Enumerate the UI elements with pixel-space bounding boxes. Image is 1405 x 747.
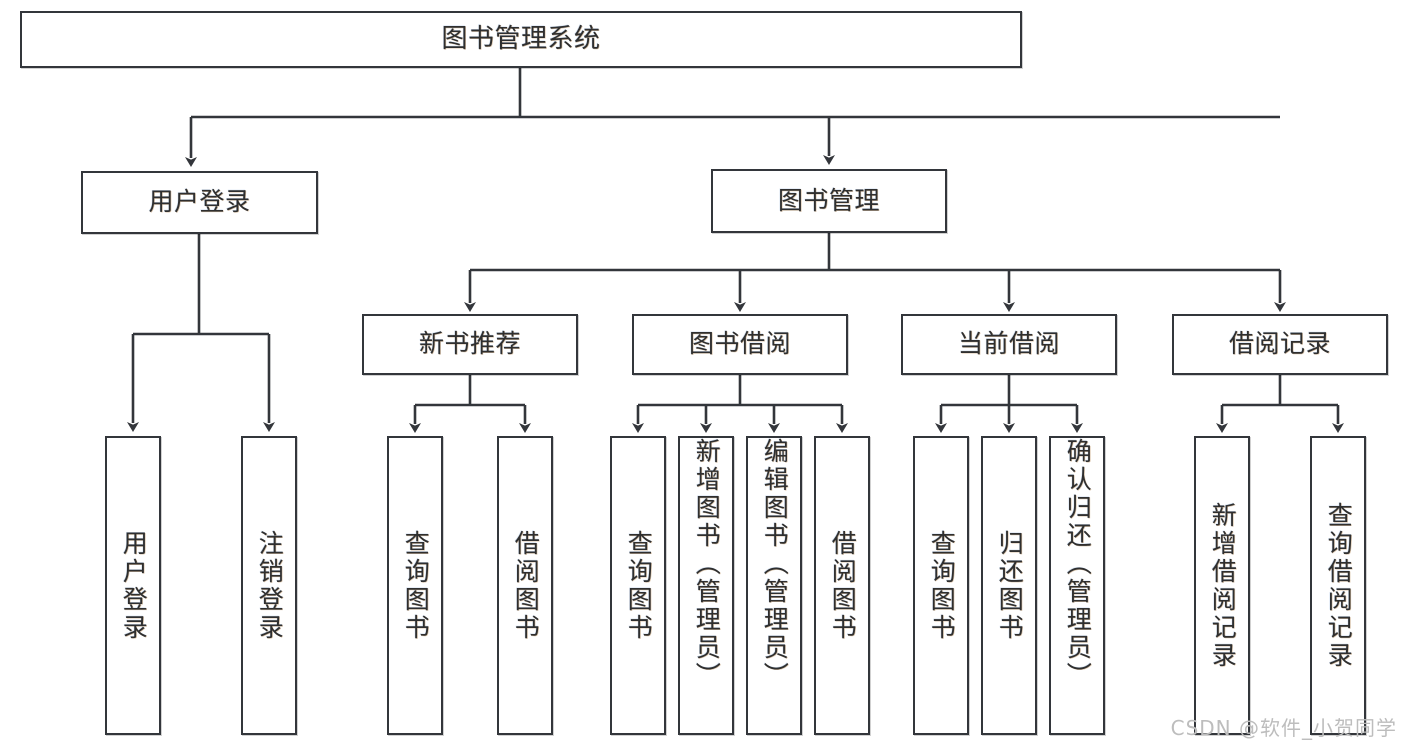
leaf-query-book-new[interactable]: 查询图书	[387, 436, 443, 735]
node-label: 新增借阅记录	[1208, 501, 1238, 670]
leaf-logout[interactable]: 注销登录	[241, 436, 297, 735]
node-label: 归还图书	[995, 529, 1025, 642]
node-label: 新增图书（管理员）	[692, 438, 722, 690]
leaf-borrow-book[interactable]: 借阅图书	[814, 436, 870, 735]
node-label: 借阅图书	[511, 529, 541, 642]
node-label: 用户登录	[148, 187, 251, 217]
leaf-query-book-borrow[interactable]: 查询图书	[610, 436, 666, 735]
node-book-management[interactable]: 图书管理	[711, 169, 947, 233]
leaf-user-login[interactable]: 用户登录	[105, 436, 161, 735]
leaf-query-borrow-record[interactable]: 查询借阅记录	[1310, 436, 1366, 735]
watermark-text: CSDN @软件_小贺同学	[1170, 716, 1397, 740]
node-label: 新书推荐	[418, 329, 521, 359]
leaf-return-book[interactable]: 归还图书	[981, 436, 1037, 735]
leaf-borrow-book-new[interactable]: 借阅图书	[497, 436, 553, 735]
node-label: 图书管理	[777, 185, 880, 215]
leaf-add-borrow-record[interactable]: 新增借阅记录	[1194, 436, 1250, 735]
node-new-book-recommend[interactable]: 新书推荐	[362, 314, 578, 375]
node-label: 注销登录	[255, 529, 285, 642]
leaf-query-book-current[interactable]: 查询图书	[913, 436, 969, 735]
leaf-add-book-admin[interactable]: 新增图书（管理员）	[678, 436, 734, 735]
node-label: 借阅图书	[828, 529, 858, 642]
node-label: 图书借阅	[688, 329, 791, 359]
node-label: 确认归还（管理员）	[1063, 438, 1093, 690]
node-borrow-record[interactable]: 借阅记录	[1172, 314, 1388, 375]
node-root-system[interactable]: 图书管理系统	[20, 11, 1022, 68]
node-label: 当前借阅	[957, 329, 1060, 359]
node-label: 编辑图书（管理员）	[760, 438, 790, 690]
node-current-borrow[interactable]: 当前借阅	[901, 314, 1117, 375]
node-label: 查询图书	[927, 529, 957, 642]
node-label: 查询图书	[401, 529, 431, 642]
node-book-borrow[interactable]: 图书借阅	[632, 314, 848, 375]
leaf-edit-book-admin[interactable]: 编辑图书（管理员）	[746, 436, 802, 735]
node-label: 图书管理系统	[441, 23, 601, 54]
leaf-confirm-return-admin[interactable]: 确认归还（管理员）	[1049, 436, 1105, 735]
node-label: 查询借阅记录	[1324, 501, 1354, 670]
node-label: 查询图书	[624, 529, 654, 642]
node-label: 用户登录	[119, 529, 149, 642]
node-user-login[interactable]: 用户登录	[81, 171, 318, 234]
node-label: 借阅记录	[1228, 329, 1331, 359]
